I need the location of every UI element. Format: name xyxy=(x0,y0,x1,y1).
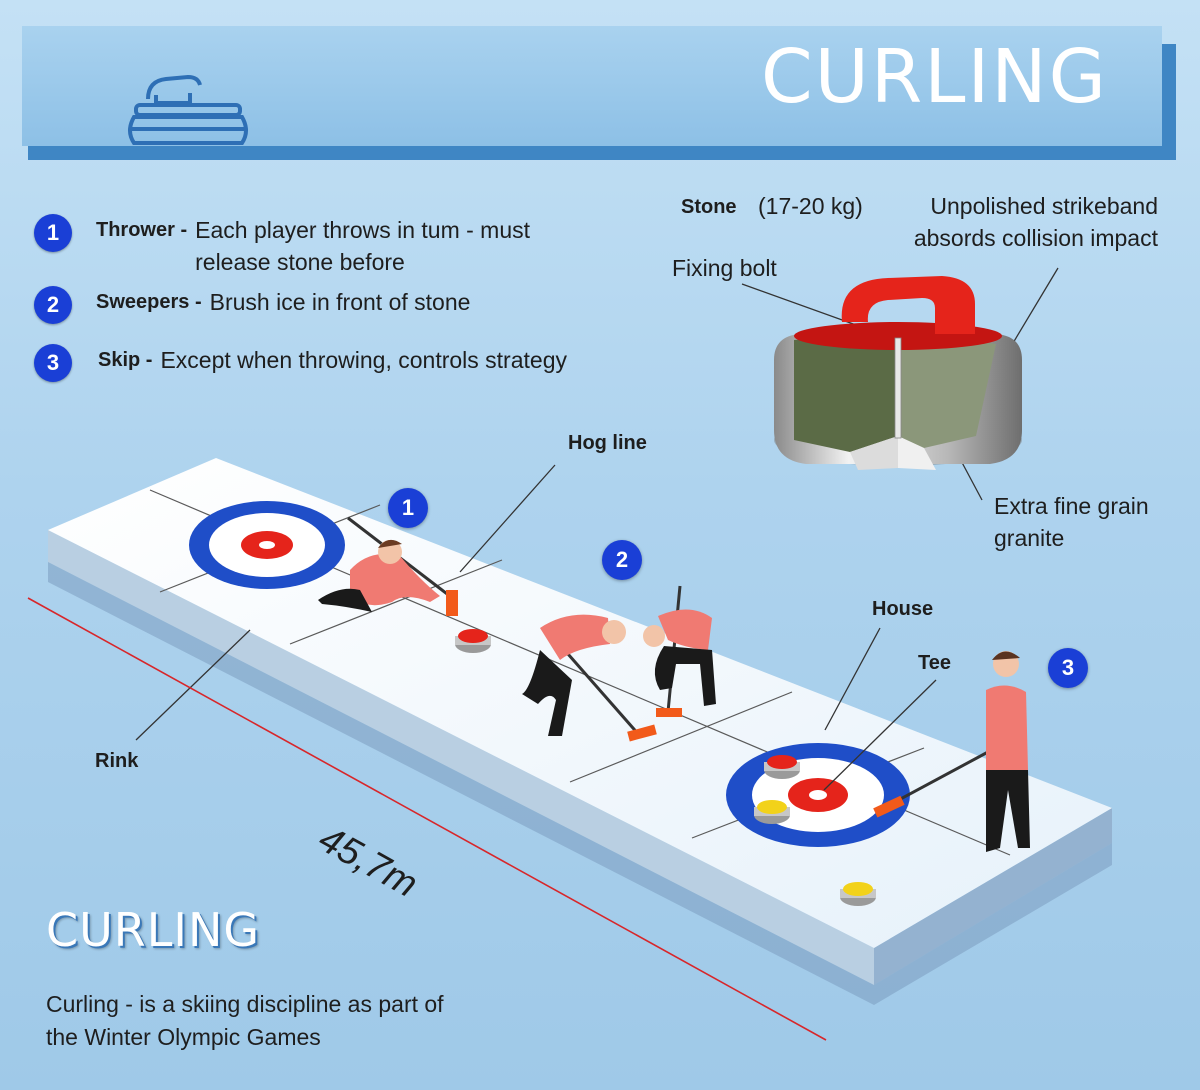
legend-description: Except when throwing, controls strategy xyxy=(160,347,567,373)
fixing-bolt-label: Fixing bolt xyxy=(672,255,777,281)
stone-weight: (17-20 kg) xyxy=(758,193,863,219)
player-sweeper-1 xyxy=(522,614,657,742)
legend-description: Brush ice in front of stone xyxy=(209,289,471,315)
player-thrower xyxy=(318,516,458,616)
legend-item-skip: 3 Skip - Except when throwing, controls … xyxy=(34,344,567,382)
legend-role: Skip - xyxy=(98,349,153,371)
legend-number: 2 xyxy=(34,286,72,324)
stone-red-2 xyxy=(764,755,800,779)
page-title: CURLING xyxy=(761,34,1108,120)
header-banner xyxy=(22,26,1162,146)
curling-stone-icon xyxy=(128,74,248,145)
house-far xyxy=(189,501,345,589)
tee-label: Tee xyxy=(918,652,951,674)
dimension-line xyxy=(27,597,827,1041)
footer-title: CURLING xyxy=(46,903,260,957)
hog-line-label: Hog line xyxy=(568,432,647,454)
rink-label: Rink xyxy=(95,750,139,772)
legend-description: Each player throws in tum - must release… xyxy=(195,217,531,275)
stone-title: Stone xyxy=(681,196,737,218)
legend-item-sweepers: 2 Sweepers - Brush ice in front of stone xyxy=(34,286,470,324)
player-sweeper-2 xyxy=(643,585,716,717)
footer-description: Curling - is a skiing discipline as part… xyxy=(46,991,444,1050)
house-label: House xyxy=(872,598,934,620)
marker-thrower: 1 xyxy=(388,488,428,528)
strikeband-label: Unpolished strikeband absords collision … xyxy=(913,193,1158,251)
stone-yellow-2 xyxy=(840,882,876,906)
marker-skip: 3 xyxy=(1048,648,1088,688)
legend-number: 3 xyxy=(34,344,72,382)
stone-diagram xyxy=(774,276,1022,470)
player-skip xyxy=(873,651,1030,852)
stone-red-1 xyxy=(455,629,491,653)
legend-role: Thrower - xyxy=(96,219,188,241)
house-near xyxy=(726,743,910,847)
stone-yellow-1 xyxy=(754,800,790,824)
legend-role: Sweepers - xyxy=(96,291,202,313)
legend-item-thrower: 1 Thrower - Each player throws in tum - … xyxy=(34,214,575,278)
marker-sweepers: 2 xyxy=(602,540,642,580)
granite-label: Extra fine grain granite xyxy=(994,493,1149,551)
legend-number: 1 xyxy=(34,214,72,252)
